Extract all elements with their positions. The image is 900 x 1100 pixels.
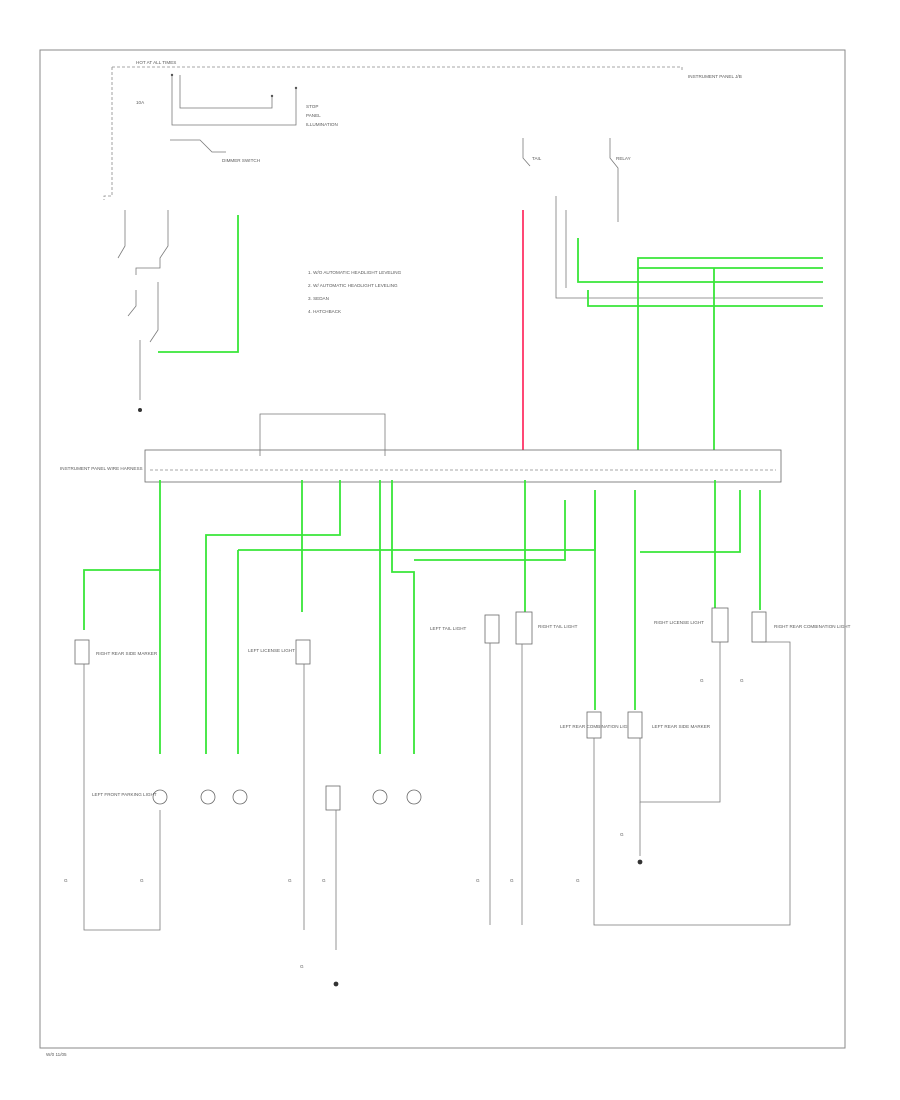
component-right-rear-side-marker xyxy=(74,639,90,665)
switch-wire-4 xyxy=(127,290,137,317)
header-fuse-label: 10A xyxy=(136,100,145,105)
switch-wire-2 xyxy=(135,210,169,275)
fuse-pin-2 xyxy=(294,86,298,90)
green-wire-b1 xyxy=(83,480,161,630)
header-panel-label: PANEL xyxy=(306,113,321,118)
bulb-5 xyxy=(406,789,422,805)
green-wire-right-2 xyxy=(577,238,823,283)
ground-wire-7 xyxy=(639,642,721,803)
hot-line-left xyxy=(103,67,113,200)
component-left-tail-light xyxy=(484,614,500,644)
header-stop-label: STOP xyxy=(306,104,318,109)
ground-label-1: G xyxy=(64,878,68,883)
label-left-tail-light: LEFT TAIL LIGHT xyxy=(430,626,467,631)
header-hot-label: HOT AT ALL TIMES xyxy=(136,60,176,65)
green-wire-right-3 xyxy=(587,290,823,307)
green-wire-right-1 xyxy=(637,257,823,269)
ground-label-3: G xyxy=(288,878,292,883)
relay-wire-2 xyxy=(609,138,619,222)
switch-wire-1 xyxy=(117,210,126,259)
fuse-pin-1 xyxy=(170,73,174,77)
ground-label-6: G xyxy=(510,878,514,883)
relay-wire-1 xyxy=(522,138,531,167)
header-jb-label: INSTRUMENT PANEL J/B xyxy=(688,74,742,79)
ground-label-7: G xyxy=(576,878,580,883)
switch-wire-3 xyxy=(149,282,159,343)
component-right-license-light xyxy=(711,607,729,643)
component-left-front-parking xyxy=(152,789,168,805)
label-right-license-light: RIGHT LICENSE LIGHT xyxy=(654,620,704,625)
bulb-3 xyxy=(325,785,341,811)
ground-label-2: G xyxy=(140,878,144,883)
diagram-frame xyxy=(39,49,846,1049)
bus-label: INSTRUMENT PANEL WIRE HARNESS xyxy=(60,466,143,471)
green-wire-b10 xyxy=(414,500,566,561)
green-wire-b8 xyxy=(391,480,415,754)
label-right-rear-side-marker: RIGHT REAR SIDE MARKER xyxy=(96,651,158,656)
component-right-tail-light xyxy=(515,611,533,645)
legend-item-4: 4. HATCHBACK xyxy=(308,309,342,314)
header-relay-label: RELAY xyxy=(616,156,631,161)
fuse-pin-3 xyxy=(270,94,274,98)
legend-item-2: 2. W/ AUTOMATIC HEADLIGHT LEVELING xyxy=(308,283,398,288)
fuse-wire-2 xyxy=(179,75,273,109)
component-right-rear-combination xyxy=(751,611,767,643)
hot-line-top xyxy=(112,66,683,72)
relay-wire-3 xyxy=(555,196,823,299)
ground-symbol-bottom xyxy=(333,981,339,987)
header-tail-label: TAIL xyxy=(532,156,542,161)
ground-wire-1 xyxy=(83,664,161,931)
legend-item-1: 1. W/O AUTOMATIC HEADLIGHT LEVELING xyxy=(308,270,402,275)
ground-label-11: G xyxy=(300,964,304,969)
label-right-tail-light: RIGHT TAIL LIGHT xyxy=(538,624,578,629)
ground-label-5: G xyxy=(476,878,480,883)
label-left-rear-combination: LEFT REAR COMBINATION LIGHT xyxy=(560,724,634,729)
fuse-wire-3 xyxy=(170,139,226,153)
harness-bus xyxy=(144,449,782,483)
legend-item-3: 3. SEDAN xyxy=(308,296,329,301)
header-dimmer-label: DIMMER SWITCH xyxy=(222,158,260,163)
bottom-left-code: W/0 11/05 xyxy=(46,1052,67,1057)
label-left-front-parking: LEFT FRONT PARKING LIGHT xyxy=(92,792,157,797)
green-wire-b13 xyxy=(640,490,741,553)
bulb-1 xyxy=(200,789,216,805)
bus-top-loop xyxy=(259,413,386,456)
bulb-2 xyxy=(232,789,248,805)
ground-symbol-left xyxy=(138,408,142,412)
ground-label-4: G xyxy=(322,878,326,883)
ground-symbol-right xyxy=(637,859,643,865)
ground-label-9: G xyxy=(700,678,704,683)
green-wire-b3 xyxy=(205,480,341,754)
header-illum-label: ILLUMINATION xyxy=(306,122,338,127)
label-right-rear-combination: RIGHT REAR COMBINATION LIGHT xyxy=(774,624,851,629)
label-left-rear-side-marker: LEFT REAR SIDE MARKER xyxy=(652,724,711,729)
component-left-rear-side-marker xyxy=(627,711,643,739)
component-left-license-light xyxy=(295,639,311,665)
green-wire-switch xyxy=(158,215,239,353)
ground-label-10: G xyxy=(740,678,744,683)
ground-label-8: G xyxy=(620,832,624,837)
fuse-wire-1 xyxy=(171,75,297,126)
bulb-4 xyxy=(372,789,388,805)
ground-wire-6 xyxy=(593,641,791,926)
green-wire-b6 xyxy=(238,490,596,551)
legend: 1. W/O AUTOMATIC HEADLIGHT LEVELING 2. W… xyxy=(308,270,402,314)
label-left-license-light: LEFT LICENSE LIGHT xyxy=(248,648,295,653)
